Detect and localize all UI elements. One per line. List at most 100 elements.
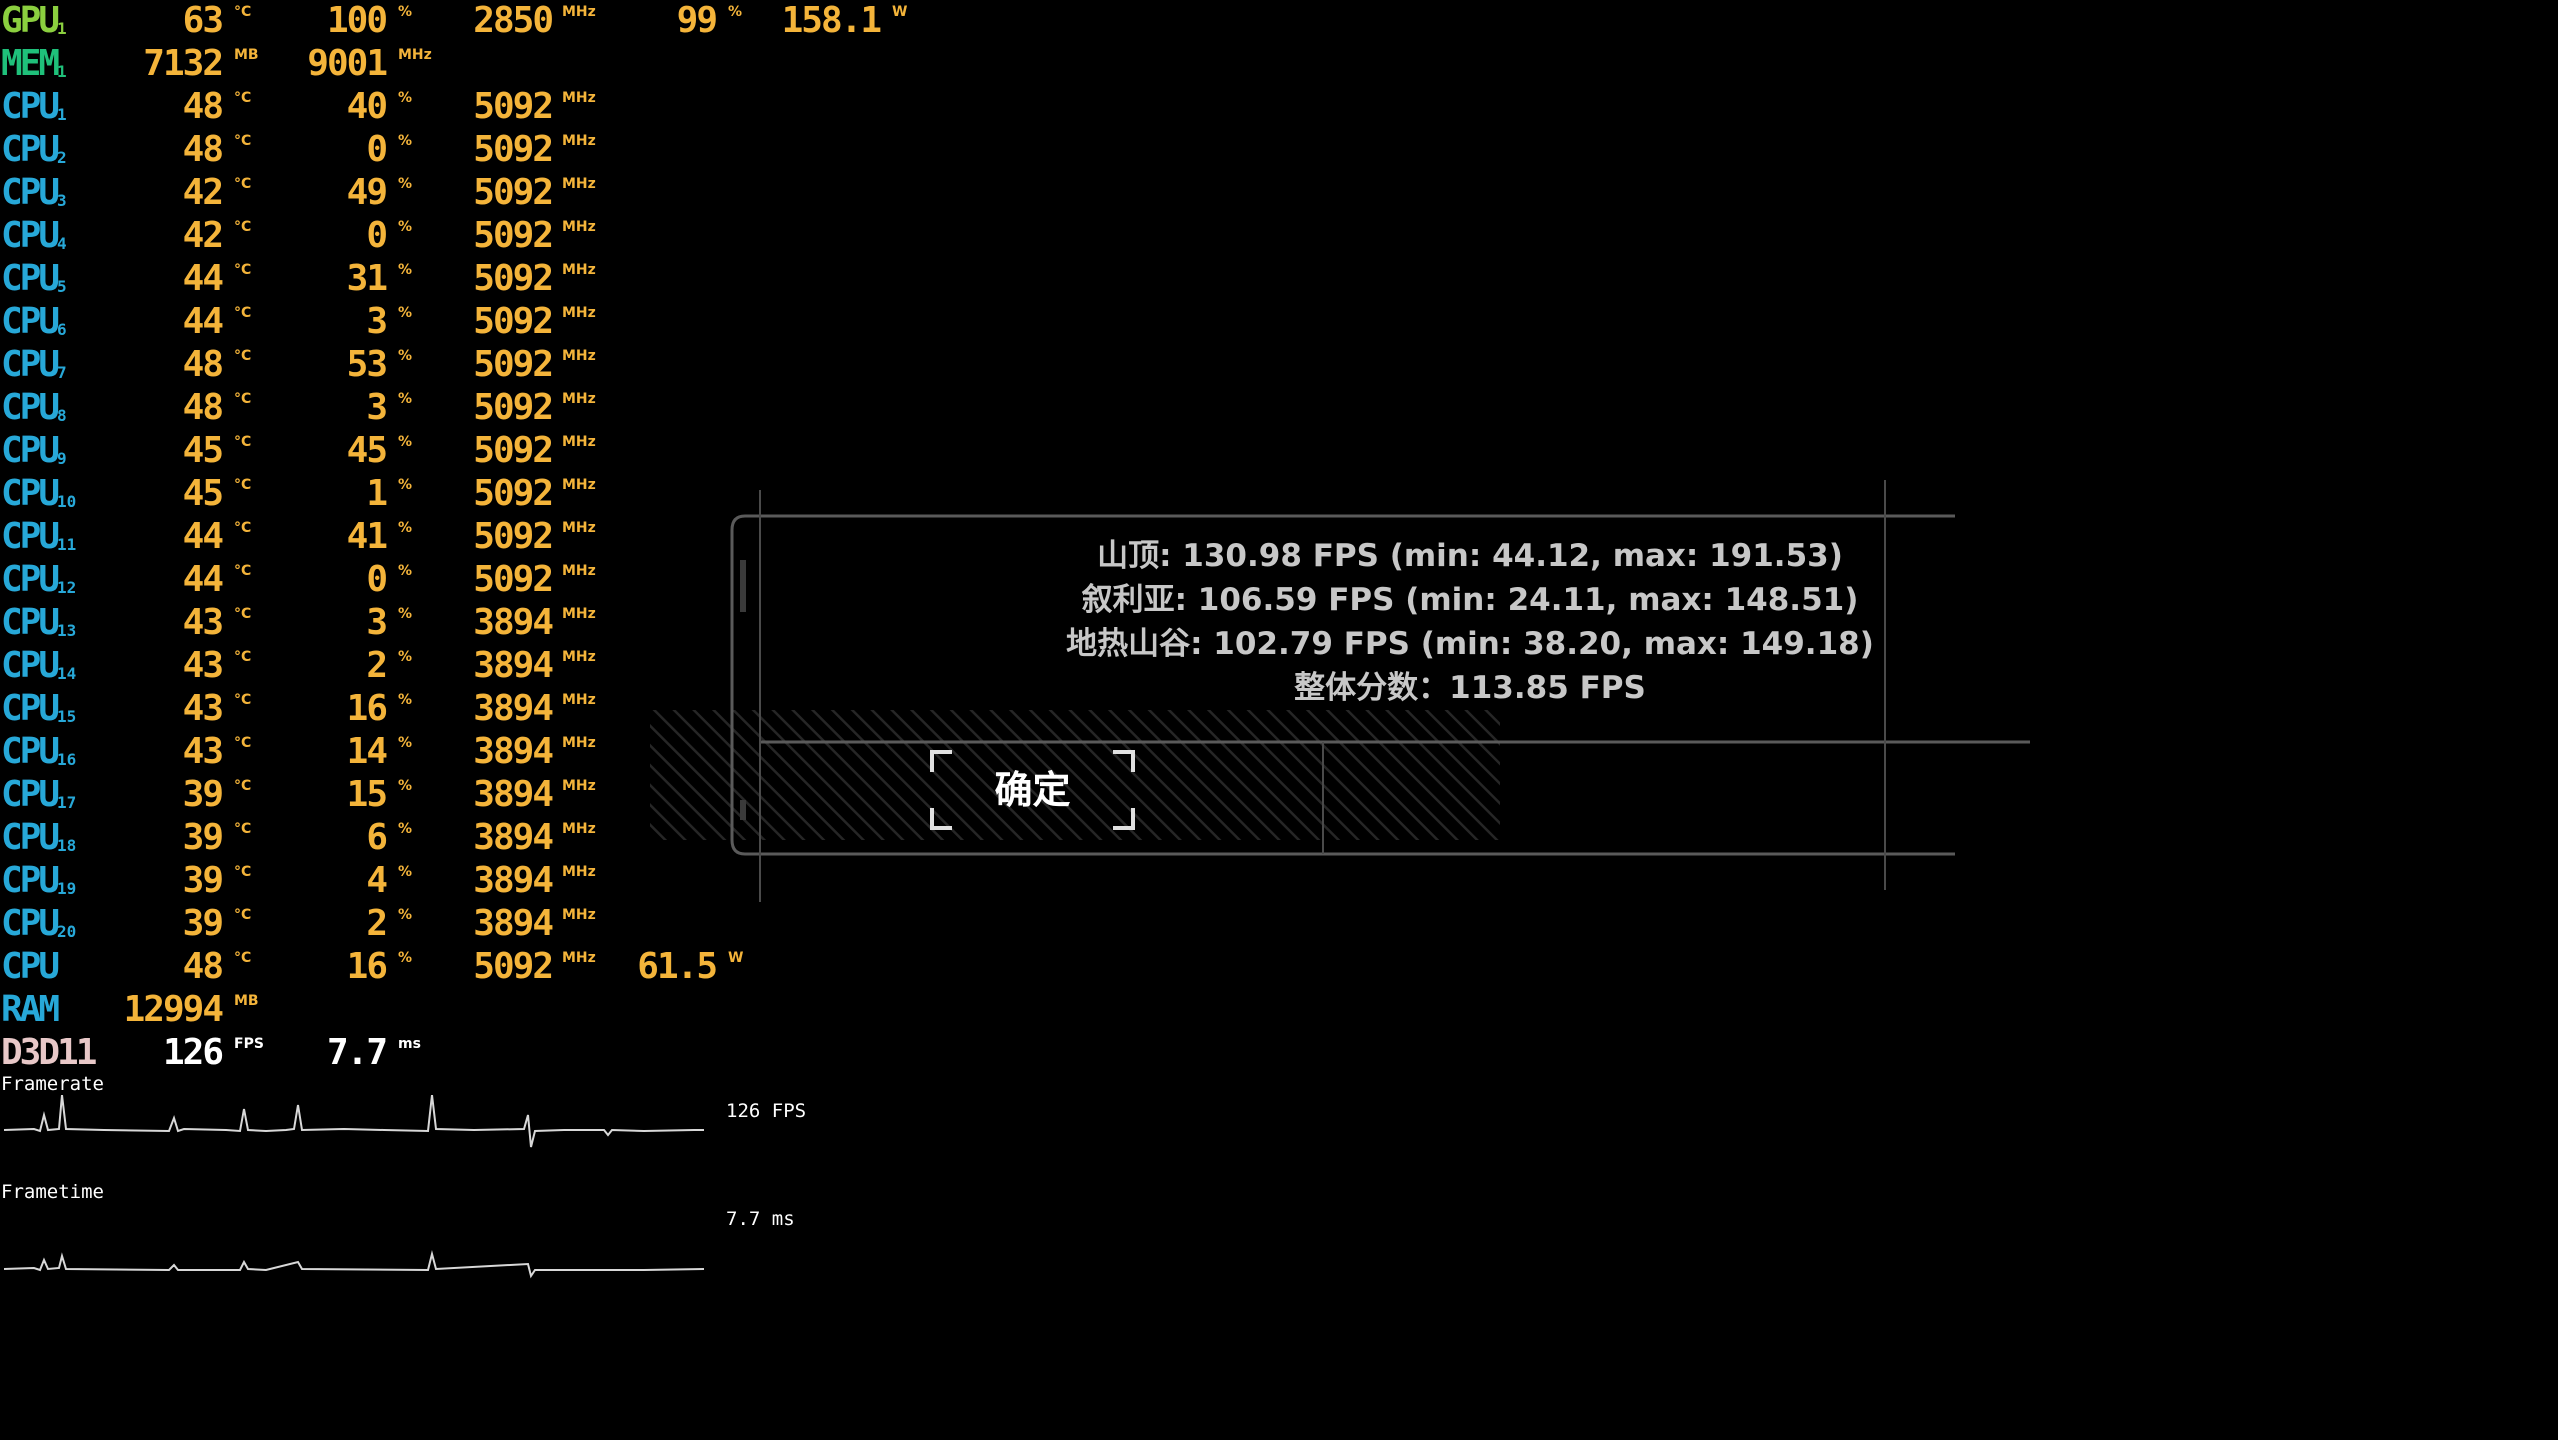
osd-row-label: CPU13 [1,602,76,650]
osd-row-label: CPU4 [1,215,67,263]
osd-unit: °C [234,864,252,880]
osd-value: 48 [182,344,224,385]
osd-unit: % [398,219,413,235]
osd-row-label-index: 5 [57,277,67,296]
osd-unit: % [398,606,413,622]
osd-unit: °C [234,520,252,536]
osd-row-label-text: CPU [1,817,60,858]
osd-unit: °C [234,90,252,106]
osd-row-label: CPU10 [1,473,76,521]
osd-row-label-text: RAM [1,989,60,1030]
osd-row-label-index: 18 [57,836,77,855]
osd-unit: % [728,4,743,20]
osd-row-label: CPU11 [1,516,76,564]
osd-unit: °C [234,606,252,622]
osd-row-label-text: CPU [1,602,60,643]
osd-value: 42 [182,215,224,256]
osd-unit: °C [234,219,252,235]
osd-unit: MHz [562,692,596,708]
osd-value: 3 [366,602,388,643]
osd-value: 158.1 [781,0,882,41]
osd-value: 39 [182,903,224,944]
osd-unit: MHz [562,864,596,880]
osd-unit: °C [234,649,252,665]
osd-value: 0 [366,215,388,256]
ok-button-label: 确定 [994,768,1071,812]
osd-unit: MHz [562,649,596,665]
osd-unit: °C [234,692,252,708]
osd-unit: % [398,907,413,923]
osd-row-label: CPU6 [1,301,67,349]
osd-row-label: CPU7 [1,344,67,392]
osd-row-label: CPU16 [1,731,76,779]
osd-unit: MHz [562,305,596,321]
osd-value: 3894 [473,602,554,643]
osd-value: 15 [346,774,388,815]
osd-unit: °C [234,563,252,579]
osd-value: 45 [346,430,388,471]
osd-unit: MHz [562,90,596,106]
osd-row-label-index: 20 [57,922,77,941]
dialog-hatch-band [650,710,1500,840]
osd-unit: % [398,520,413,536]
osd-unit: MHz [562,4,596,20]
osd-unit: FPS [234,1036,264,1052]
osd-unit: °C [234,348,252,364]
osd-value: 49 [346,172,388,213]
osd-unit: MHz [562,520,596,536]
osd-unit: °C [234,477,252,493]
osd-row-label-text: CPU [1,688,60,729]
osd-unit: MHz [562,262,596,278]
osd-value: 16 [346,688,388,729]
osd-value: 4 [366,860,388,901]
osd-unit: °C [234,4,252,20]
osd-value: 0 [366,559,388,600]
benchmark-result-dialog: 山顶: 130.98 FPS (min: 44.12, max: 191.53)… [650,470,2050,910]
osd-unit: °C [234,907,252,923]
osd-unit: MHz [562,391,596,407]
osd-value: 43 [182,688,224,729]
osd-row-label-text: CPU [1,258,60,299]
osd-row-label: CPU9 [1,430,67,478]
osd-value: 43 [182,731,224,772]
osd-value: 5092 [473,430,554,471]
osd-value: 3894 [473,774,554,815]
osd-value: 3894 [473,817,554,858]
osd-row-label-index: 14 [57,664,77,683]
osd-value: 31 [346,258,388,299]
frametime-graph-line [4,1250,704,1279]
osd-row-label-text: CPU [1,731,60,772]
ok-button[interactable]: 确定 [930,750,1135,830]
osd-unit: MHz [562,778,596,794]
osd-unit: °C [234,735,252,751]
osd-unit: % [398,434,413,450]
result-line-geothermal-valley: 地热山谷: 102.79 FPS (min: 38.20, max: 149.1… [1066,626,1874,662]
osd-row-label-text: CPU [1,172,60,213]
osd-value: 5092 [473,344,554,385]
osd-unit: % [398,176,413,192]
osd-value: 44 [182,258,224,299]
osd-value: 3 [366,387,388,428]
osd-row-label-index: 9 [57,449,67,468]
osd-value: 3894 [473,731,554,772]
osd-value: 3894 [473,688,554,729]
osd-unit: MB [234,47,259,63]
osd-unit: % [398,735,413,751]
osd-unit: % [398,477,413,493]
osd-value: 2 [366,645,388,686]
osd-unit: °C [234,391,252,407]
frametime-value-label: 7.7 ms [726,1208,795,1230]
osd-row-label: GPU1 [1,0,67,48]
osd-row-label-text: CPU [1,129,60,170]
